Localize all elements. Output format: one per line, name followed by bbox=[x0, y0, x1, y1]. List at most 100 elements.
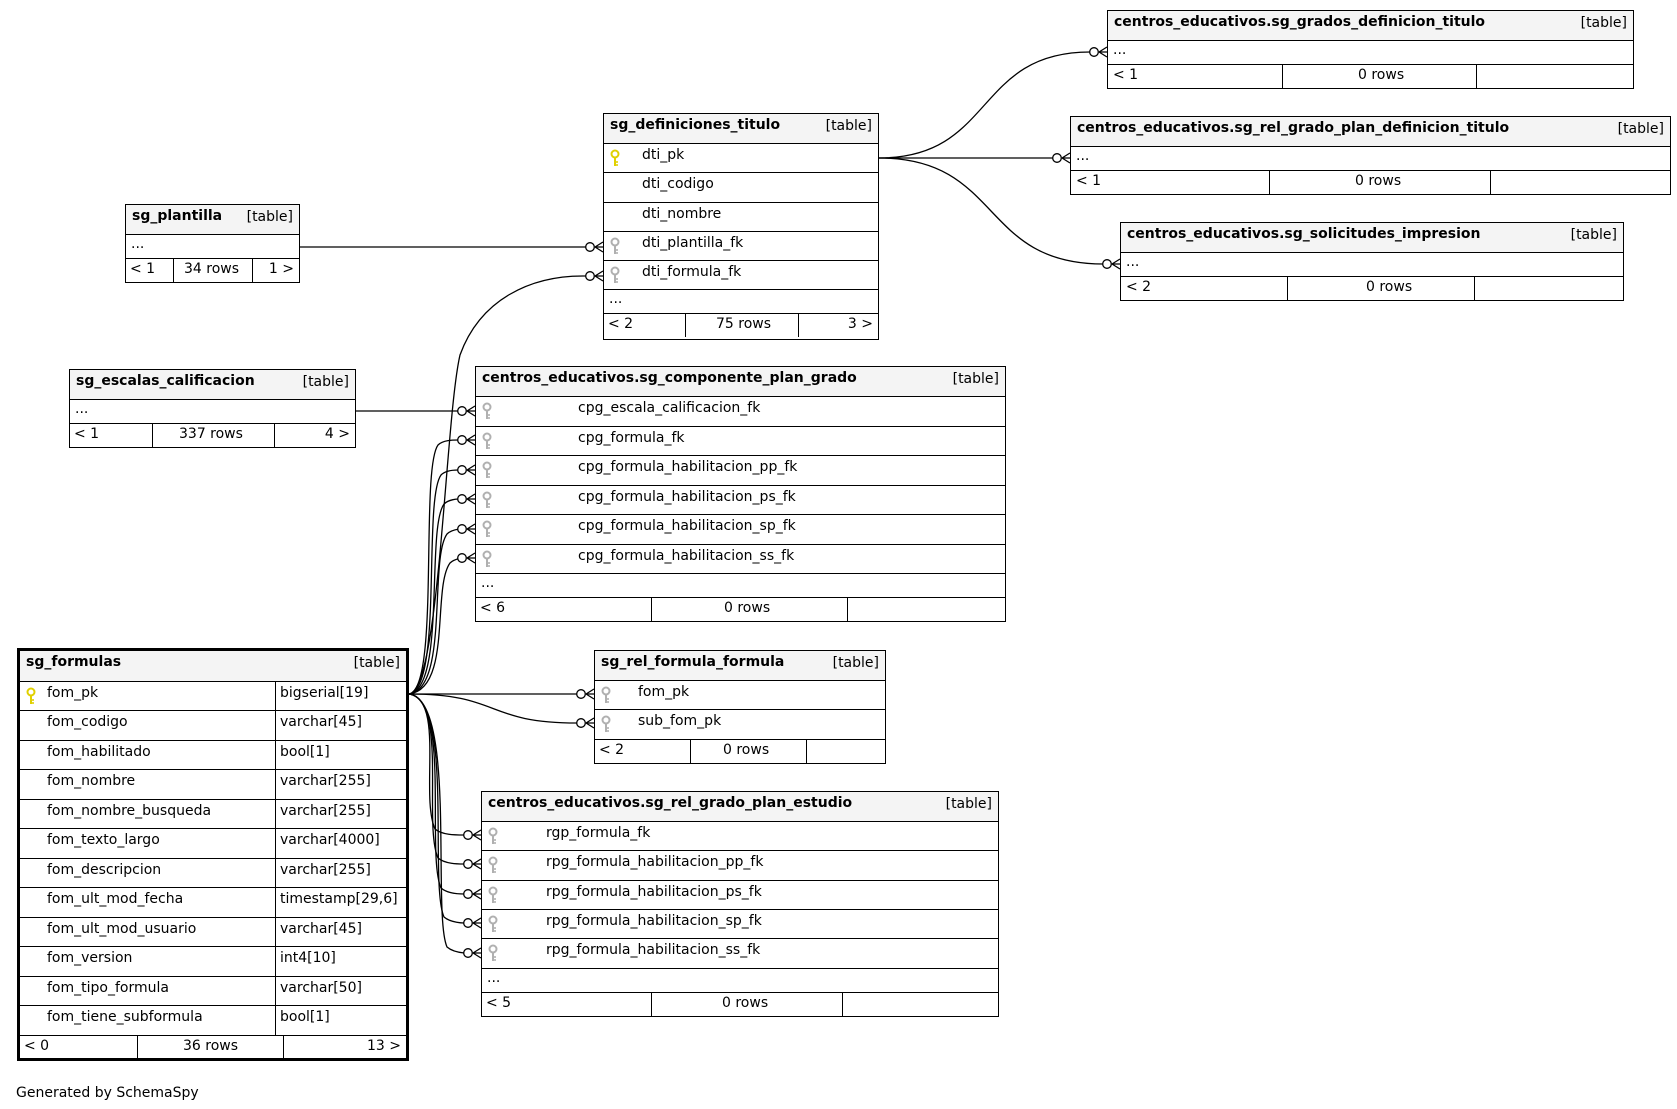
column-row[interactable]: dti_pk bbox=[604, 144, 878, 173]
parents-count[interactable]: < 2 bbox=[608, 316, 634, 332]
optional-circle-marker bbox=[463, 889, 473, 899]
column-row[interactable]: cpg_formula_habilitacion_pp_fk bbox=[476, 456, 1005, 486]
table-name[interactable]: centros_educativos.sg_rel_grado_plan_def… bbox=[1077, 120, 1510, 136]
column-row[interactable]: dti_nombre bbox=[604, 203, 878, 232]
children-count[interactable]: 13 > bbox=[367, 1038, 401, 1054]
parents-count[interactable]: < 2 bbox=[599, 742, 625, 758]
parents-count[interactable]: < 2 bbox=[1126, 279, 1152, 295]
more-columns: ... bbox=[1121, 253, 1623, 277]
column-type: varchar[255] bbox=[280, 803, 371, 819]
children-count[interactable]: 4 > bbox=[324, 426, 350, 442]
column-row[interactable]: rgp_formula_fk bbox=[482, 822, 998, 851]
table-name[interactable]: sg_formulas bbox=[26, 654, 122, 670]
table-name[interactable]: sg_escalas_calificacion bbox=[76, 373, 255, 389]
parents-count[interactable]: < 0 bbox=[24, 1038, 50, 1054]
table-sg-componente-plan-grado[interactable]: centros_educativos.sg_componente_plan_gr… bbox=[475, 366, 1006, 622]
optional-circle-marker bbox=[1052, 153, 1062, 163]
more-columns: ... bbox=[1108, 41, 1633, 65]
optional-circle-marker bbox=[457, 494, 467, 504]
table-sg-rel-grado-plan-definicion-titulo[interactable]: centros_educativos.sg_rel_grado_plan_def… bbox=[1070, 116, 1671, 195]
column-name: cpg_formula_habilitacion_pp_fk bbox=[578, 459, 798, 475]
column-row[interactable]: cpg_formula_habilitacion_ps_fk bbox=[476, 486, 1005, 515]
children-count[interactable]: 3 > bbox=[847, 316, 873, 332]
table-sg-escalas-calificacion[interactable]: sg_escalas_calificacion[table] ... < 1 3… bbox=[69, 369, 356, 448]
table-name[interactable]: centros_educativos.sg_componente_plan_gr… bbox=[482, 370, 857, 386]
table-type: [table] bbox=[952, 371, 999, 387]
column-row[interactable]: fom_pk bbox=[595, 681, 885, 710]
table-name[interactable]: centros_educativos.sg_grados_definicion_… bbox=[1114, 14, 1486, 30]
parents-count[interactable]: < 1 bbox=[130, 261, 156, 277]
column-name: dti_plantilla_fk bbox=[642, 235, 744, 251]
column-row[interactable]: rpg_formula_habilitacion_ps_fk bbox=[482, 881, 998, 910]
column-row[interactable]: rpg_formula_habilitacion_pp_fk bbox=[482, 851, 998, 881]
table-type: [table] bbox=[825, 118, 872, 134]
crows-foot-marker bbox=[1111, 258, 1121, 270]
column-name: fom_descripcion bbox=[47, 862, 162, 878]
column-name: rpg_formula_habilitacion_pp_fk bbox=[546, 854, 764, 870]
column-name: fom_ult_mod_fecha bbox=[47, 891, 184, 907]
parents-count[interactable]: < 1 bbox=[1113, 67, 1139, 83]
column-name: fom_version bbox=[47, 950, 133, 966]
row-count: 337 rows bbox=[179, 426, 243, 442]
table-sg-definiciones-titulo[interactable]: sg_definiciones_titulo [table] dti_pk dti… bbox=[603, 113, 879, 340]
relationship-line bbox=[408, 528, 460, 695]
column-type: varchar[255] bbox=[280, 773, 371, 789]
crows-foot-marker bbox=[594, 270, 604, 282]
table-name[interactable]: sg_plantilla bbox=[132, 208, 223, 224]
crows-foot-marker bbox=[472, 917, 482, 929]
table-type: [table] bbox=[1617, 121, 1664, 137]
primary-key-icon bbox=[610, 149, 624, 167]
parents-count[interactable]: < 1 bbox=[74, 426, 100, 442]
column-row[interactable]: rpg_formula_habilitacion_sp_fk bbox=[482, 910, 998, 939]
column-row[interactable]: cpg_formula_habilitacion_ss_fk bbox=[476, 545, 1005, 574]
column-row[interactable]: cpg_formula_habilitacion_sp_fk bbox=[476, 515, 1005, 545]
table-sg-grados-definicion-titulo[interactable]: centros_educativos.sg_grados_definicion_… bbox=[1107, 10, 1634, 89]
table-name[interactable]: sg_rel_formula_formula bbox=[601, 654, 785, 670]
column-name: rpg_formula_habilitacion_ss_fk bbox=[546, 942, 761, 958]
table-type: [table] bbox=[832, 655, 879, 671]
parents-count[interactable]: < 1 bbox=[1076, 173, 1102, 189]
foreign-key-icon bbox=[482, 550, 496, 568]
column-row[interactable]: dti_codigo bbox=[604, 173, 878, 203]
parents-count[interactable]: < 5 bbox=[486, 995, 512, 1011]
optional-circle-marker bbox=[576, 718, 586, 728]
parents-count[interactable]: < 6 bbox=[480, 600, 506, 616]
children-count[interactable]: 1 > bbox=[268, 261, 294, 277]
table-sg-rel-grado-plan-estudio[interactable]: centros_educativos.sg_rel_grado_plan_est… bbox=[481, 791, 999, 1017]
table-name[interactable]: sg_definiciones_titulo bbox=[610, 117, 781, 133]
column-row[interactable]: cpg_escala_calificacion_fk bbox=[476, 397, 1005, 427]
foreign-key-icon bbox=[482, 432, 496, 450]
column-name: rgp_formula_fk bbox=[546, 825, 651, 841]
table-type: [table] bbox=[1570, 227, 1617, 243]
table-sg-solicitudes-impresion[interactable]: centros_educativos.sg_solicitudes_impres… bbox=[1120, 222, 1624, 301]
table-name[interactable]: centros_educativos.sg_rel_grado_plan_est… bbox=[488, 795, 853, 811]
table-sg-plantilla[interactable]: sg_plantilla[table] ... < 1 34 rows 1 > bbox=[125, 204, 300, 283]
optional-circle-marker bbox=[585, 271, 595, 281]
table-name[interactable]: centros_educativos.sg_solicitudes_impres… bbox=[1127, 226, 1481, 242]
table-sg-rel-formula-formula[interactable]: sg_rel_formula_formula [table] fom_pk sub… bbox=[594, 650, 886, 764]
table-footer: < 1 0 rows bbox=[1108, 65, 1633, 88]
foreign-key-icon bbox=[601, 686, 615, 704]
column-row[interactable]: dti_plantilla_fk bbox=[604, 232, 878, 261]
column-row[interactable]: rpg_formula_habilitacion_ss_fk bbox=[482, 939, 998, 969]
foreign-key-icon bbox=[601, 715, 615, 733]
table-type: [table] bbox=[246, 209, 293, 225]
table-footer: < 2 75 rows 3 > bbox=[604, 314, 878, 337]
column-row[interactable]: cpg_formula_fk bbox=[476, 427, 1005, 456]
column-row[interactable]: sub_fom_pk bbox=[595, 710, 885, 740]
column-row[interactable]: dti_formula_fk bbox=[604, 261, 878, 290]
optional-circle-marker bbox=[457, 553, 467, 563]
